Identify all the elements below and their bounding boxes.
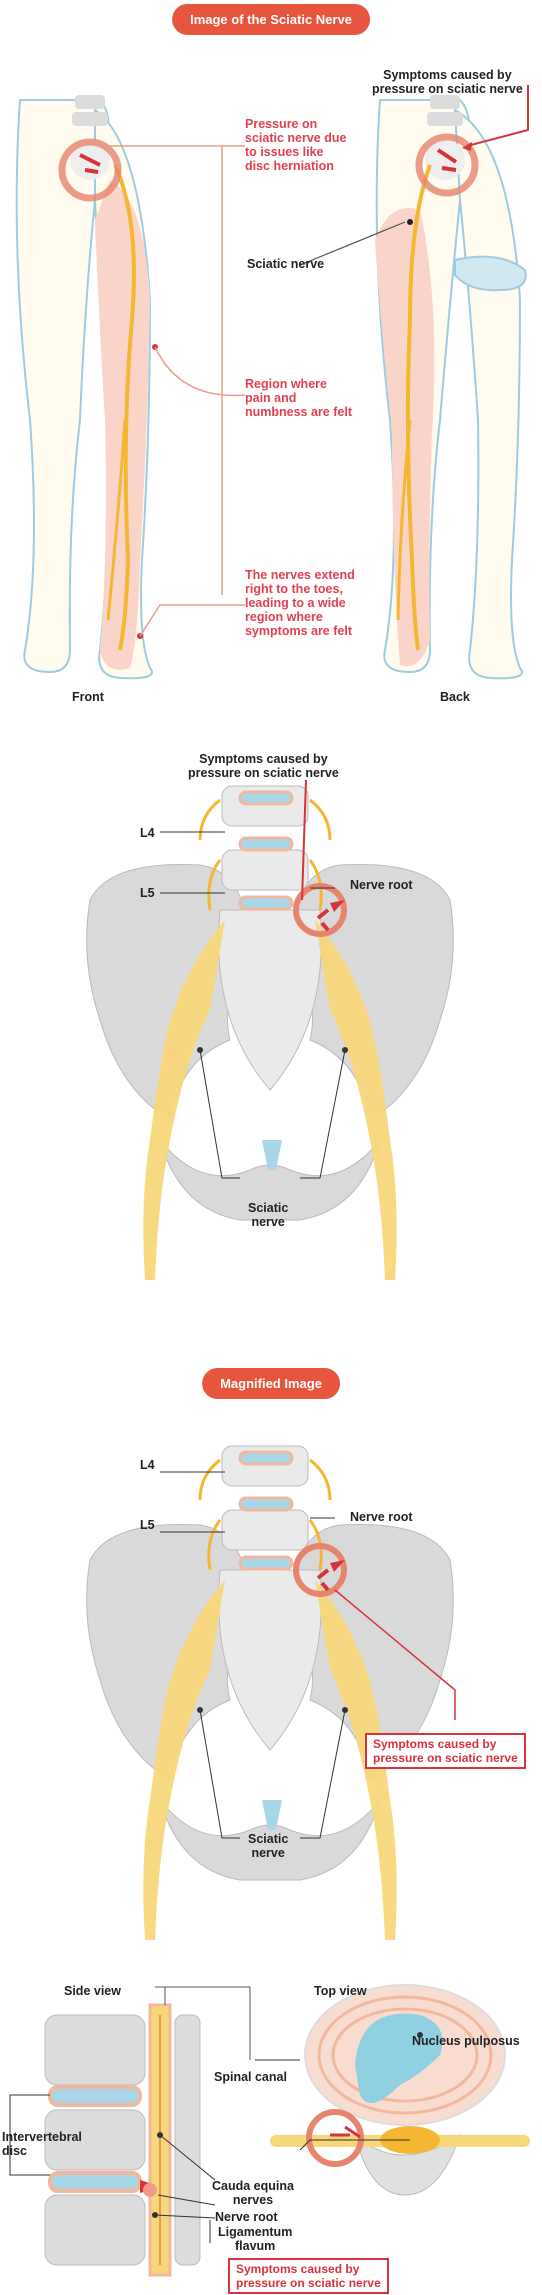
pressure-callout: Pressure on sciatic nerve due to issues … [245,117,347,173]
sciatic-label-1: Sciatic nerve [248,1201,289,1229]
intervertebral-disc-label: Intervertebral disc [2,2130,82,2158]
back-symptoms-label: Symptoms caused by pressure on sciatic n… [372,68,523,96]
ligamentum-label: Ligamentum flavum [218,2225,293,2253]
symptoms-box-4: Symptoms caused by pressure on sciatic n… [228,2258,389,2294]
symptoms-box-3: Symptoms caused by pressure on sciatic n… [365,1733,526,1769]
spinal-canal-label: Spinal canal [214,2070,287,2084]
back-pain-region [375,208,435,667]
pelvis-illustration-1 [86,779,454,1280]
back-label: Back [440,690,470,704]
top-view-label: Top view [314,1984,367,1998]
nerve-root-label-1: Nerve root [350,878,413,892]
sciatic-nerve-label: Sciatic nerve [247,257,325,271]
l4-label-2: L4 [140,1458,155,1472]
region-callout: Region where pain and numbness are felt [245,377,352,419]
pelvis-bones [86,863,454,1221]
nerve-root-label-4: Nerve root [215,2210,278,2224]
cauda-equina-label: Cauda equina nerves [212,2179,294,2207]
back-pressure-ring [415,133,479,197]
sciatic-nerves [143,920,397,1280]
pressure-ring-2 [293,883,347,937]
sciatic-label-2: Sciatic nerve [248,1832,289,1860]
front-nerve-path [113,164,136,651]
section-title-sciatic-nerve: Image of the Sciatic Nerve [172,4,370,35]
l5-label-1: L5 [140,886,155,900]
front-pain-region [95,180,150,670]
section-title-magnified: Magnified Image [202,1368,340,1399]
extend-callout: The nerves extend right to the toes, lea… [245,568,355,638]
side-view-label: Side view [64,1984,121,1998]
back-nerve-path [405,164,432,651]
l5-label-2: L5 [140,1518,155,1532]
pelvis-illustration-2 [86,1445,456,1940]
front-label: Front [72,690,104,704]
l4-label-1: L4 [140,826,155,840]
discs [238,790,294,911]
legs-illustration [15,85,529,680]
symptoms-label-2: Symptoms caused by pressure on sciatic n… [188,752,339,780]
front-pressure-ring [58,138,122,202]
spine-cross-section [9,1984,530,2277]
nerve-root-label-2: Nerve root [350,1510,413,1524]
top-view-disc [270,1984,530,2196]
pressure-ring-4 [306,2109,364,2167]
nucleus-label: Nucleus pulposus [412,2034,520,2048]
